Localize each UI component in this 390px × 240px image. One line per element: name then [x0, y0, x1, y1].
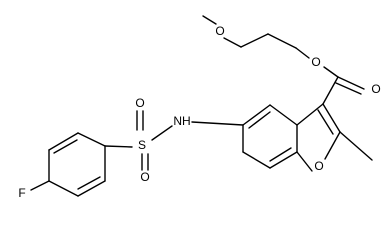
bond — [337, 76, 365, 90]
amine-nh-label: NH — [173, 114, 190, 128]
bond — [248, 111, 271, 129]
bond — [223, 37, 242, 48]
sulfonyl-oxygen-top-label: O — [135, 96, 144, 110]
bond — [48, 132, 79, 151]
bond — [267, 33, 297, 49]
bond — [77, 180, 106, 197]
bond — [322, 76, 339, 105]
bond — [48, 180, 79, 197]
furan-oxygen-label: O — [314, 159, 323, 173]
bond — [202, 15, 217, 25]
bond — [322, 103, 341, 133]
bond — [339, 131, 373, 161]
bond — [295, 47, 310, 59]
bond — [191, 121, 244, 126]
carbonyl-oxygen-label: O — [371, 82, 380, 96]
bond — [317, 109, 334, 135]
bond — [269, 104, 298, 126]
bond — [240, 33, 269, 48]
bond — [53, 139, 78, 154]
bond — [269, 151, 298, 169]
bond — [324, 131, 341, 160]
molecule-structure: O O O NH S O O O F — [18, 15, 381, 200]
bond — [296, 151, 313, 172]
bond — [77, 176, 101, 190]
bonds — [30, 15, 373, 197]
bond — [77, 132, 106, 147]
ester-oxygen-label: O — [311, 55, 320, 69]
bond — [296, 103, 324, 126]
bond — [323, 66, 339, 78]
fluorine-label: F — [18, 186, 25, 200]
bond — [242, 151, 271, 169]
bond — [151, 125, 173, 141]
bond — [30, 180, 50, 191]
sulfur-label: S — [138, 138, 146, 152]
bond — [335, 82, 362, 95]
methoxy-oxygen-label: O — [215, 24, 224, 38]
sulfonyl-oxygen-bottom-label: O — [140, 170, 149, 184]
bond — [104, 145, 133, 148]
bond — [269, 147, 292, 162]
bond — [242, 104, 271, 126]
atom-labels: O O O NH S O O O F — [18, 24, 380, 200]
